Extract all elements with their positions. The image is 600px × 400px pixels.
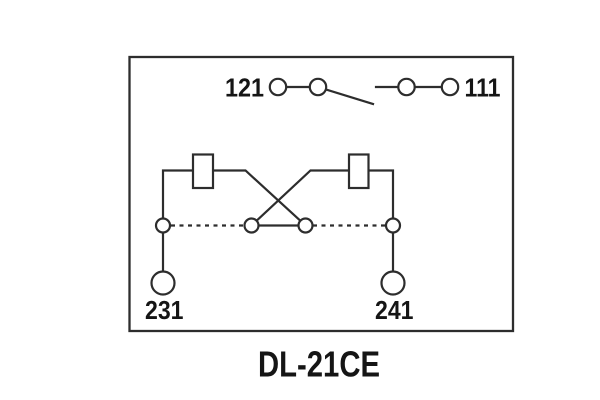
terminal-circle-121-a [268,77,288,97]
switch-blade-icon [316,85,375,106]
label-terminal-111: 111 [465,73,501,103]
label-terminal-231: 231 [145,295,184,325]
terminal-circle-231 [150,270,176,296]
terminal-circle-241 [380,270,406,296]
left-branch-wire [161,169,195,227]
label-terminal-241: 241 [375,295,414,325]
coil-symbol-left [191,153,215,190]
contact-circle-right [384,217,402,234]
diagram-border [128,55,515,333]
contact-circle-mid-right [297,217,314,234]
terminal-circle-111-b [440,77,460,97]
contact-circle-left [154,217,172,234]
crossover-wire-left-to-right [211,169,308,228]
terminal-circle-121-b [308,77,328,97]
label-terminal-121: 121 [225,73,264,103]
crossover-wire-right-to-left [249,169,351,228]
figure-caption: DL-21CE [258,344,380,385]
terminal-circle-111-a [397,77,416,97]
contact-circle-mid-left [243,217,260,234]
right-branch-wire [367,169,395,227]
coil-symbol-right [347,153,370,190]
